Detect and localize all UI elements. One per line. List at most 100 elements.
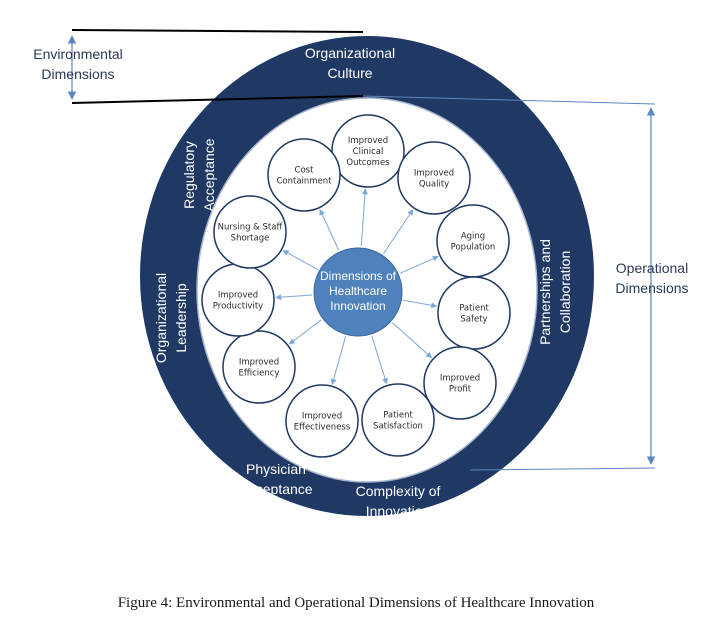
outcome-node-circle — [222, 330, 296, 404]
outcome-node-label-line: Improved — [348, 136, 388, 146]
op-bracket-bottom-line — [469, 467, 656, 471]
node-arrow — [403, 299, 438, 309]
outcome-node-label-line: Quality — [419, 179, 449, 189]
outcome-node-label-line: Improved — [239, 357, 279, 367]
arrows-layer — [275, 188, 439, 385]
outcome-node-label-line: Improved — [302, 411, 342, 421]
ring-label-text-line: Acceptance — [239, 481, 312, 497]
ring-label-text-line: Culture — [327, 65, 372, 81]
outcome-node-circle — [213, 195, 287, 269]
ring-label-text-line: Complexity of — [356, 483, 441, 499]
env-bracket-bottom-line — [71, 95, 364, 104]
operational-dimensions-label-line: Dimensions — [615, 280, 688, 296]
node-arrow — [319, 208, 340, 251]
outcome-node-label-line: Population — [451, 242, 496, 252]
center-circle — [313, 247, 403, 337]
outcome-node-label-line: Improved — [414, 168, 454, 178]
outcome-node-circle — [436, 204, 510, 278]
ring-label-text: Complexity of Innovation — [356, 483, 441, 519]
ring-label-text-line: Organizational — [305, 45, 395, 61]
outcome-node-circle — [361, 383, 435, 457]
outcome-node-label-line: Effectiveness — [294, 422, 351, 432]
outcome-node-label-line: Efficiency — [239, 368, 280, 378]
operational-bracket — [362, 95, 656, 471]
ring-label: Complexity of Innovation — [356, 483, 441, 519]
outcome-node-circle — [267, 138, 341, 212]
outcome-node-label-line: Satisfaction — [373, 421, 423, 431]
node-arrow — [282, 250, 319, 271]
outcome-node-label-line: Nursing & Staff — [218, 222, 284, 232]
operational-dimensions-label-line: Operational — [616, 260, 688, 276]
outcome-node-label-line: Patient — [383, 410, 413, 420]
node-arrow — [330, 336, 347, 385]
node-arrow — [383, 209, 414, 255]
outcome-node-label-line: Patient — [459, 303, 489, 313]
environmental-bracket — [67, 29, 364, 104]
ring-label-text-line: Acceptance — [201, 138, 217, 211]
ring-label-text-line: Regulatory — [181, 141, 197, 209]
ring-label-text-line: Partnerships and — [537, 239, 553, 345]
ring-label-text-line: Innovation — [366, 503, 431, 519]
outcome-node-circle — [397, 141, 471, 215]
op-bracket-top-line — [362, 95, 656, 105]
outcome-node-circle — [285, 384, 359, 458]
outcome-node-label-line: Clinical — [353, 147, 384, 157]
outcome-node-label-line: Cost — [295, 165, 315, 175]
env-bracket-top-line — [71, 29, 364, 33]
outcome-node-label-line: Outcomes — [346, 158, 390, 168]
ring-label-text-line: Physician — [246, 461, 306, 477]
outcome-node-label-line: Profit — [449, 384, 472, 394]
center-label-line: Innovation — [330, 299, 385, 313]
center-label-line: Dimensions of — [320, 269, 397, 283]
outcome-node-label-line: Containment — [276, 176, 332, 186]
outcome-node-label-line: Productivity — [213, 301, 263, 311]
outcome-node-label-line: Improved — [440, 373, 480, 383]
node-arrow — [288, 319, 322, 345]
environmental-dimensions-label-line: Environmental — [33, 46, 123, 62]
outcome-node-circle — [201, 263, 275, 337]
outcome-node-label-line: Improved — [218, 290, 258, 300]
outcome-node-label-line: Shortage — [231, 233, 270, 243]
outcome-node-circle — [423, 346, 497, 420]
node-arrow — [399, 255, 439, 274]
node-arrow — [360, 188, 368, 247]
outcome-node-label-line: Safety — [460, 314, 487, 324]
